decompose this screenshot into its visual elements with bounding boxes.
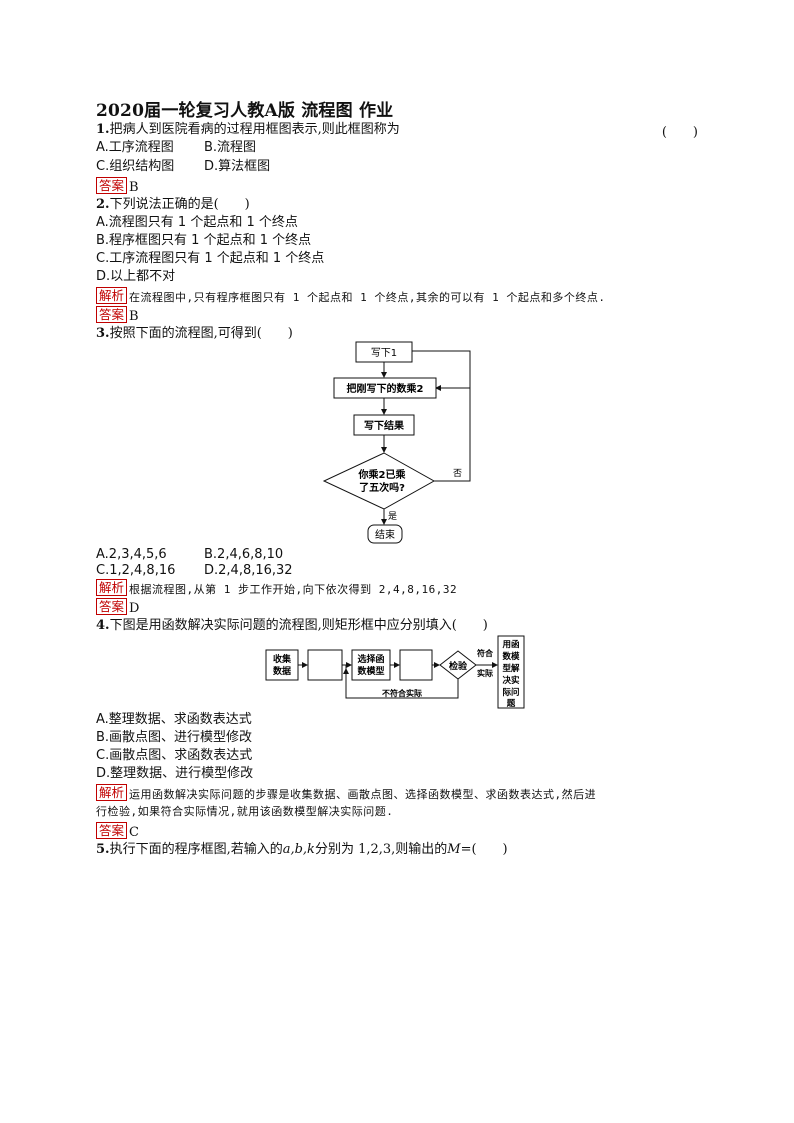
q3-box-write-1-label: 写下1: [371, 347, 397, 359]
q4-number: 4.: [96, 618, 110, 633]
q4-analysis-1: 运用函数解决实际问题的步骤是收集数据、画散点图、选择函数模型、求函数表达式,然后…: [129, 788, 597, 801]
q5-var-m: M: [447, 842, 461, 857]
q4-solve-4: 决实: [502, 675, 520, 686]
q2-option-c: C.工序流程图只有 1 个起点和 1 个终点: [96, 251, 325, 266]
q4-box-collect: [265, 649, 299, 681]
q4-fit-l2: 实际: [477, 668, 493, 678]
q5-text-b: 分别为 1,2,3,则输出的: [314, 842, 448, 857]
q2-analysis-line: 解析在流程图中,只有程序框图只有 1 个起点和 1 个终点,其余的可以有 1 个…: [96, 287, 605, 307]
q2-analysis-tag: 解析: [96, 287, 128, 304]
q3-stem: 3.按照下面的流程图,可得到( ): [96, 325, 293, 343]
q4-option-b: B.画散点图、进行模型修改: [96, 730, 253, 745]
q4-analysis-tag: 解析: [96, 784, 128, 801]
q4-solve-1: 用函: [501, 640, 519, 650]
q4-answer-tag: 答案: [96, 822, 128, 839]
q4-solve-6: 题: [506, 698, 516, 709]
q4-box-blank-1: [307, 649, 343, 681]
q5-text-c: =( ): [460, 842, 508, 857]
q2-option-a: A.流程图只有 1 个起点和 1 个终点: [96, 215, 298, 230]
q2-text: 下列说法正确的是( ): [109, 197, 250, 212]
q4-unfit-label: 不符合实际: [382, 688, 422, 698]
q3-answer: D: [129, 601, 140, 616]
q5-stem: 5.执行下面的程序框图,若输入的a,b,k分别为 1,2,3,则输出的M=( ): [96, 841, 508, 859]
q3-option-d: D.2,4,8,16,32: [204, 563, 293, 578]
q4-box-select-l1: 选择函: [357, 653, 384, 665]
q4-answer: C: [129, 825, 139, 840]
q2-analysis: 在流程图中,只有程序框图只有 1 个起点和 1 个终点,其余的可以有 1 个起点…: [129, 291, 606, 304]
q4-solve-3: 型解: [502, 663, 520, 674]
q4-text: 下图是用函数解决实际问题的流程图,则矩形框中应分别填入( ): [109, 618, 488, 633]
q4-box-collect-l2: 数据: [273, 665, 291, 677]
q5-var-abk: a,b,k: [282, 842, 315, 857]
q3-decision-line2: 了五次吗?: [359, 481, 405, 494]
q1-answer: B: [129, 180, 139, 195]
q4-option-c: C.画散点图、求函数表达式: [96, 748, 253, 763]
q1-option-c: C.组织结构图: [96, 159, 175, 174]
q4-option-d: D.整理数据、进行模型修改: [96, 766, 254, 781]
q1-option-d: D.算法框图: [204, 159, 271, 174]
page-title: 2020届一轮复习人教A版 流程图 作业: [96, 101, 394, 121]
q4-analysis-line-1: 解析运用函数解决实际问题的步骤是收集数据、画散点图、选择函数模型、求函数表达式,…: [96, 784, 596, 804]
q4-check-label: 检验: [449, 660, 468, 672]
q2-number: 2.: [96, 197, 110, 212]
q3-end-terminal: [367, 524, 403, 544]
q3-option-b: B.2,4,6,8,10: [204, 547, 284, 562]
q3-option-a: A.2,3,4,5,6: [96, 547, 167, 562]
q4-analysis-2: 行检验,如果符合实际情况,就用该函数模型解决实际问题.: [96, 805, 394, 818]
q4-option-a: A.整理数据、求函数表达式: [96, 712, 252, 727]
q2-option-b: B.程序框图只有 1 个起点和 1 个终点: [96, 233, 312, 248]
q4-box-collect-l1: 收集: [273, 653, 292, 665]
q5-text-a: 执行下面的程序框图,若输入的: [109, 842, 283, 857]
q1-option-b: B.流程图: [204, 140, 257, 155]
q3-analysis-line: 解析根据流程图,从第 1 步工作开始,向下依次得到 2,4,8,16,32: [96, 579, 457, 599]
q3-box-write-result-label: 写下结果: [364, 419, 405, 432]
q3-option-c: C.1,2,4,8,16: [96, 563, 176, 578]
q3-end-label: 结束: [375, 528, 395, 541]
q3-decision: [322, 452, 436, 510]
q3-yes-label: 是: [388, 511, 397, 522]
q3-box-multiply-label: 把刚写下的数乘2: [347, 382, 424, 395]
q3-flowchart: 写下1 把刚写下的数乘2 写下结果 你乘2已乘 了五次吗? 否 是 结束: [322, 341, 471, 544]
q3-number: 3.: [96, 326, 110, 341]
q2-option-d: D.以上都不对: [96, 269, 176, 284]
q1-text: 把病人到医院看病的过程用框图表示,则此框图称为: [109, 122, 400, 137]
q3-analysis-tag: 解析: [96, 579, 128, 596]
q4-fit-l1: 符合: [477, 648, 494, 658]
q3-text: 按照下面的流程图,可得到( ): [109, 326, 293, 341]
q1-answer-paren: ( ): [661, 125, 698, 140]
q4-box-solve: [497, 635, 525, 709]
q2-answer-tag: 答案: [96, 306, 128, 323]
q3-decision-line1: 你乘2已乘: [358, 468, 407, 481]
q4-flowchart: 收集 数据 选择函 数模型 检验 符合 实际 用函 数模 型解 决实 际问 题 …: [265, 635, 525, 709]
q3-no-label: 否: [453, 468, 462, 479]
q2-stem: 2.下列说法正确的是( ): [96, 196, 250, 214]
q1-answer-tag: 答案: [96, 177, 128, 194]
q4-solve-5: 际问: [502, 687, 519, 698]
q3-analysis: 根据流程图,从第 1 步工作开始,向下依次得到 2,4,8,16,32: [129, 583, 458, 596]
q1-option-a: A.工序流程图: [96, 140, 174, 155]
q3-answer-tag: 答案: [96, 598, 128, 615]
q4-analysis-line-2: 行检验,如果符合实际情况,就用该函数模型解决实际问题.: [96, 803, 393, 821]
q5-number: 5.: [96, 842, 110, 857]
q4-box-select-l2: 数模型: [357, 665, 384, 677]
q2-answer: B: [129, 309, 139, 324]
q1-stem: 1.把病人到医院看病的过程用框图表示,则此框图称为: [96, 121, 400, 139]
q4-solve-2: 数模: [502, 651, 520, 662]
q1-number: 1.: [96, 122, 110, 137]
q4-box-blank-2: [399, 649, 433, 681]
q4-stem: 4.下图是用函数解决实际问题的流程图,则矩形框中应分别填入( ): [96, 617, 488, 635]
